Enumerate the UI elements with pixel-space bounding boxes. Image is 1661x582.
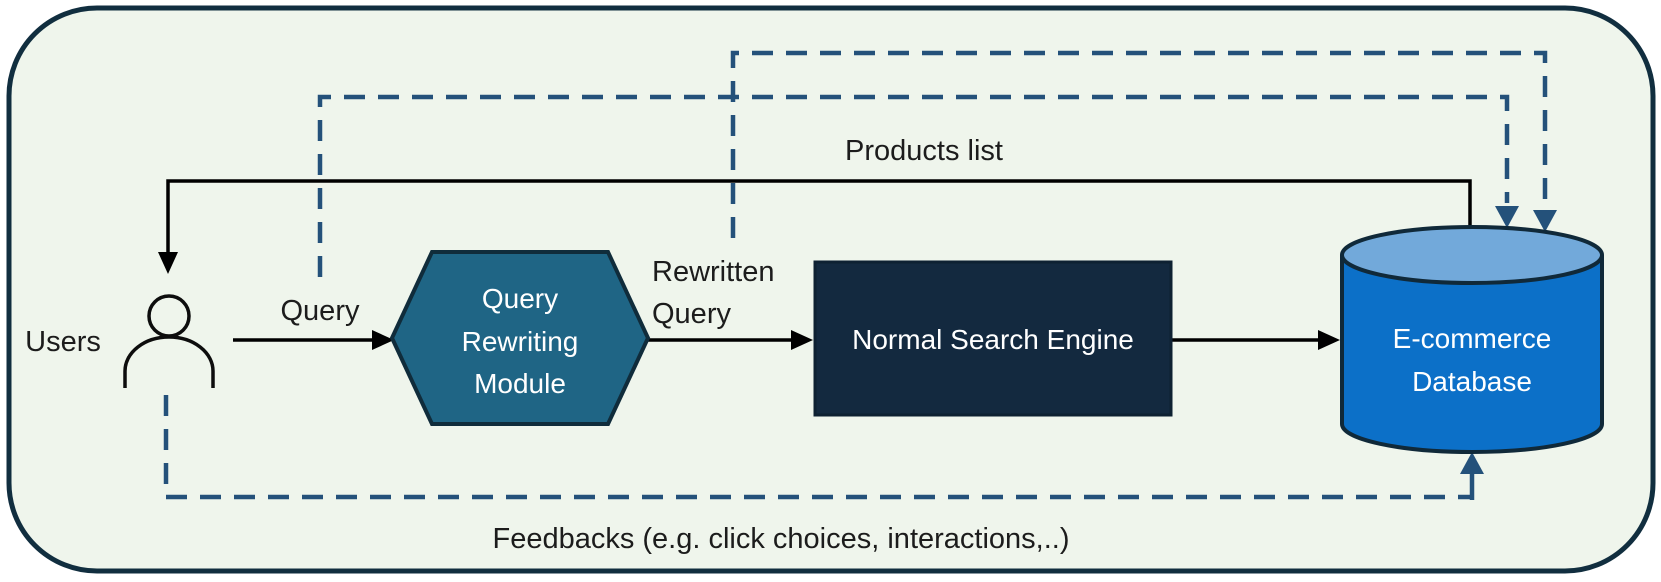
feedbacks-label: Feedbacks (e.g. click choices, interacti… <box>492 523 1069 555</box>
query-rewriting-module-label-line3: Module <box>474 368 566 399</box>
feedbacks-arrowhead-icon <box>1460 452 1484 474</box>
products-list-arrowhead-icon <box>158 252 178 274</box>
ecommerce-database-label-line1: E-commerce <box>1393 323 1552 354</box>
rewritten-query-edge-label-line1: Rewritten <box>652 256 775 288</box>
query-rewriting-module-shape <box>389 250 651 426</box>
query-arrowhead-icon <box>372 330 394 350</box>
dashed-rewritten-query-to-database-line <box>730 50 1548 238</box>
normal-search-engine-shape <box>813 260 1173 417</box>
engine-to-database-arrowhead-icon <box>1318 330 1340 350</box>
dashed-rewritten-query-to-database-arrowhead-icon <box>1533 210 1557 232</box>
database-cylinder-top <box>1340 225 1604 285</box>
products-list-label: Products list <box>845 135 1003 167</box>
query-rewriting-module-label-line2: Rewriting <box>462 326 579 357</box>
rewritten-query-arrowhead-icon <box>791 330 813 350</box>
user-shoulders-icon <box>123 335 215 388</box>
users-label: Users <box>25 326 101 358</box>
products-list-line <box>166 179 1472 252</box>
ecommerce-database-label-line2: Database <box>1412 366 1532 397</box>
dashed-feedbacks-line <box>163 395 1470 500</box>
normal-search-engine-label: Normal Search Engine <box>852 324 1134 355</box>
query-edge-label: Query <box>281 295 360 327</box>
user-person-icon <box>123 294 215 388</box>
rewritten-query-edge-label-line2: Query <box>652 298 731 330</box>
query-rewriting-module-label-line1: Query <box>482 283 558 314</box>
ecommerce-database-shape <box>1340 225 1604 454</box>
dashed-query-to-database-arrowhead-icon <box>1495 206 1519 228</box>
database-cylinder-body <box>1340 255 1604 454</box>
